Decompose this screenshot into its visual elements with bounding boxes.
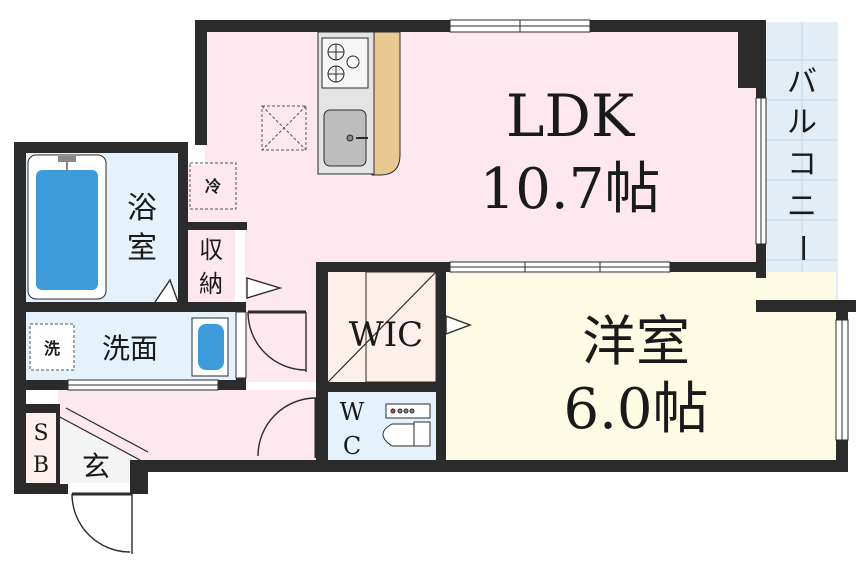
bath-label-1: 浴 (127, 191, 157, 226)
balcony-label-1: バ (787, 65, 817, 100)
balcony-grid (766, 22, 838, 300)
balcony-label-2: ル (787, 105, 817, 140)
entrance-label: 玄 (82, 450, 110, 483)
doors (71, 277, 472, 554)
bath-label-2: 室 (127, 231, 157, 266)
sb-floor (26, 413, 56, 483)
kitchen-counter (371, 31, 401, 176)
washroom-label: 洗面 (102, 332, 158, 365)
washbasin-icon (191, 317, 229, 377)
fridge-space (189, 162, 237, 210)
washing-machine-space (29, 323, 75, 371)
wc-label-2: C (343, 432, 361, 460)
storage-floor (187, 230, 235, 302)
stove-icon (321, 37, 369, 89)
balcony-label-5: ー (784, 233, 819, 263)
entrance-step (57, 407, 149, 484)
wic-shelf (365, 271, 437, 383)
sink-icon (323, 109, 368, 167)
balcony-label-4: ニ (787, 189, 817, 224)
storage-label-1: 収 (199, 236, 223, 264)
toilet-icon (382, 403, 431, 447)
ldk-size-label: 10.7帖 (480, 157, 661, 222)
wic-diagonal (327, 271, 437, 383)
entrance-floor (58, 418, 140, 483)
ldk-label: LDK (506, 82, 636, 150)
wc-label-1: W (340, 398, 365, 426)
sb-label-1: S (33, 421, 48, 446)
fridge-label: 冷 (205, 177, 221, 196)
windows (67, 19, 849, 441)
western-size-label: 6.0帖 (563, 377, 708, 442)
bathtub-icon (27, 154, 107, 300)
washing-machine-label: 洗 (44, 339, 60, 358)
storage-label-2: 納 (199, 270, 223, 298)
hall-floor (58, 390, 318, 460)
sb-label-2: B (33, 453, 49, 478)
ventilation-icon (261, 105, 307, 151)
wic-label: WIC (349, 315, 423, 355)
sliding-doors (235, 311, 247, 379)
western-label: 洋室 (582, 310, 690, 373)
balcony-label-3: コ (787, 147, 817, 182)
